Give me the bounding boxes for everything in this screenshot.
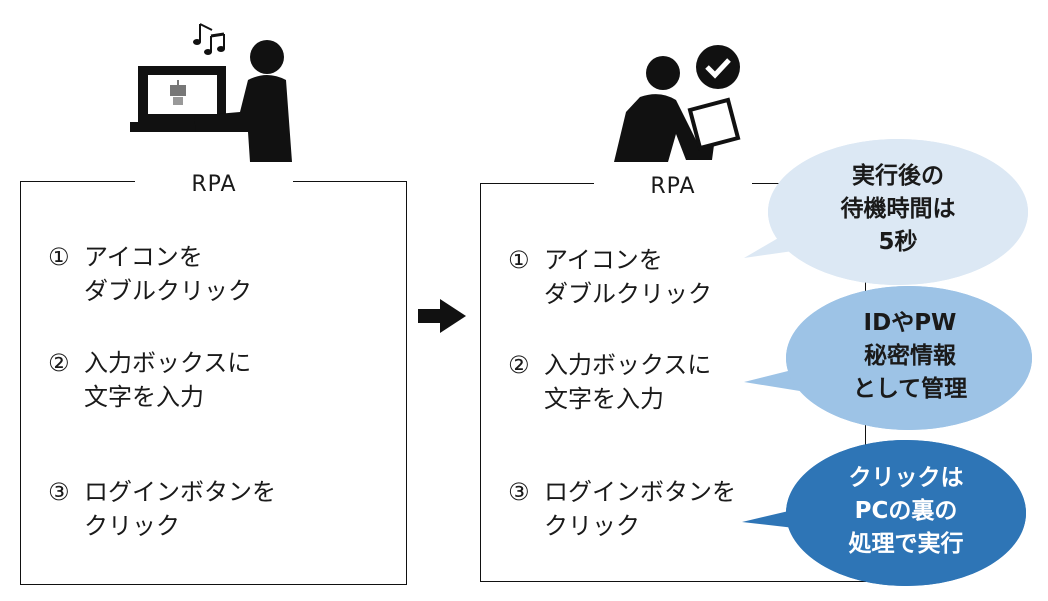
left-box-title: RPA (135, 172, 293, 202)
step-number: ① (48, 243, 70, 271)
step-text: アイコンを (84, 243, 203, 271)
bubble-1-line-3: 5秒 (878, 229, 918, 255)
person-with-tablet-icon (614, 56, 741, 162)
step-text: 入力ボックスに (544, 351, 712, 379)
step-text: アイコンを (544, 246, 663, 274)
bubble-2-line-2: 秘密情報 (864, 343, 956, 369)
step-text: ログインボタンを (84, 478, 276, 506)
right-box-title: RPA (594, 174, 752, 204)
step-text: 入力ボックスに (84, 349, 252, 377)
left-step-2: ② 入力ボックスに 文字を入力 (48, 346, 251, 414)
step-number: ② (48, 349, 70, 377)
bubble-1-line-1: 実行後の (852, 163, 944, 189)
step-number: ③ (508, 478, 530, 506)
step-number: ③ (48, 478, 70, 506)
bubble-2-line-1: IDやPW (863, 310, 957, 336)
step-text-cont: ダブルクリック (544, 280, 712, 308)
bubble-2-text: IDやPW 秘密情報 として管理 (800, 307, 1020, 406)
robot-icon (170, 80, 186, 105)
left-step-3: ③ ログインボタンを クリック (48, 475, 276, 543)
bubble-3-text: クリックは PCの裏の 処理で実行 (796, 462, 1016, 561)
bubble-2-line-3: として管理 (852, 376, 968, 402)
person-at-computer-icon (130, 40, 292, 162)
left-step-1: ① アイコンを ダブルクリック (48, 240, 252, 308)
music-notes-icon (193, 23, 225, 55)
step-text-cont: 文字を入力 (84, 383, 204, 411)
right-step-3: ③ ログインボタンを クリック (508, 475, 736, 543)
bubble-3-line-2: PCの裏の (854, 498, 958, 524)
step-text-cont: ダブルクリック (84, 277, 252, 305)
bubble-1-text: 実行後の 待機時間は 5秒 (788, 160, 1008, 259)
bubble-3-line-1: クリックは (848, 465, 964, 491)
step-number: ① (508, 246, 530, 274)
step-number: ② (508, 351, 530, 379)
right-step-2: ② 入力ボックスに 文字を入力 (508, 348, 711, 416)
right-step-1: ① アイコンを ダブルクリック (508, 243, 712, 311)
step-text-cont: クリック (84, 512, 180, 540)
step-text: ログインボタンを (544, 478, 736, 506)
step-text-cont: 文字を入力 (544, 385, 664, 413)
bubble-3-line-3: 処理で実行 (848, 531, 964, 557)
bubble-1-line-2: 待機時間は (840, 196, 956, 222)
right-arrow-icon (418, 299, 466, 333)
step-text-cont: クリック (544, 512, 640, 540)
check-badge-icon (696, 45, 740, 89)
